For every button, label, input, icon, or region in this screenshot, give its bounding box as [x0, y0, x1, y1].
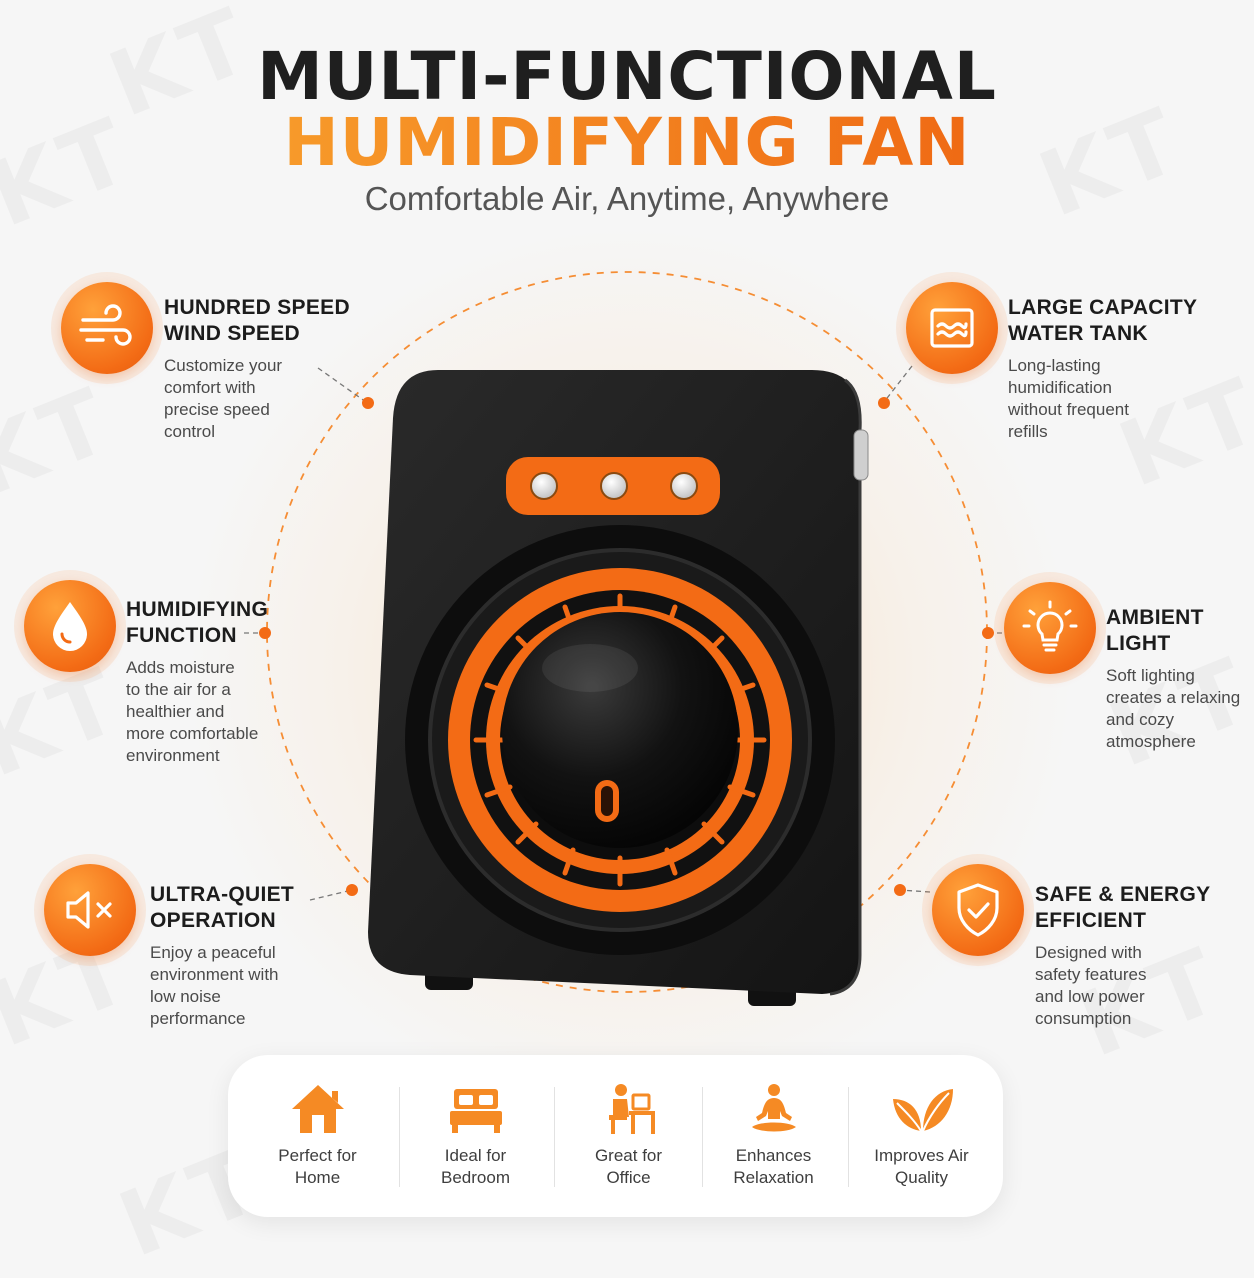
- feature-title: AMBIENT LIGHT: [1106, 606, 1204, 655]
- feature-safe: SAFE & ENERGY EFFICIENT Designed with sa…: [1035, 882, 1210, 1030]
- use-case-label: Enhances Relaxation: [733, 1146, 814, 1187]
- leaf-icon: [892, 1089, 953, 1132]
- use-case-label: Ideal for Bedroom: [441, 1146, 510, 1187]
- use-case-label: Great for Office: [594, 1146, 663, 1187]
- use-case-label: Perfect for Home: [278, 1146, 357, 1187]
- feature-humidify: HUMIDIFYING FUNCTION Adds moisture to th…: [126, 597, 268, 767]
- light-bulb-icon: [1004, 582, 1096, 674]
- divider: [554, 1087, 555, 1187]
- feature-speed: HUNDRED SPEED WIND SPEED Customize your …: [164, 295, 350, 443]
- feature-tank: LARGE CAPACITY WATER TANK Long-lasting h…: [1008, 295, 1197, 443]
- divider: [399, 1087, 400, 1187]
- feature-description: Designed with safety features and low po…: [1035, 943, 1147, 1028]
- feature-title: SAFE & ENERGY EFFICIENT: [1035, 883, 1211, 932]
- shield-check-icon: [932, 864, 1024, 956]
- water-tank-icon: [906, 282, 998, 374]
- use-case-label: Improves Air Quality: [874, 1146, 969, 1187]
- water-drop-icon: [24, 580, 116, 672]
- use-case-home: Perfect for Home: [240, 1055, 395, 1217]
- feature-light: AMBIENT LIGHT Soft lighting creates a re…: [1106, 605, 1240, 753]
- use-case-relaxation: Enhances Relaxation: [696, 1055, 851, 1217]
- wind-icon: [61, 282, 153, 374]
- control-buttons: [530, 472, 698, 500]
- use-case-office: Great for Office: [551, 1055, 706, 1217]
- bed-icon: [449, 1089, 502, 1133]
- meditation-icon: [751, 1084, 796, 1132]
- divider: [848, 1087, 849, 1187]
- feature-description: Soft lighting creates a relaxing and coz…: [1106, 666, 1241, 751]
- feature-description: Customize your comfort with precise spee…: [164, 356, 283, 441]
- use-case-card: Perfect for Home Ideal for Bedroom Great…: [228, 1055, 1003, 1217]
- feature-description: Long-lasting humidification without freq…: [1008, 356, 1129, 441]
- use-case-bedroom: Ideal for Bedroom: [398, 1055, 553, 1217]
- feature-quiet: ULTRA-QUIET OPERATION Enjoy a peaceful e…: [150, 882, 294, 1030]
- feature-title: ULTRA-QUIET OPERATION: [150, 883, 295, 932]
- page-title-line2: HUMIDIFYING FAN: [283, 104, 971, 181]
- feature-title: HUNDRED SPEED WIND SPEED: [164, 296, 350, 345]
- feature-description: Adds moisture to the air for a healthier…: [126, 658, 259, 765]
- page-title-line1: MULTI-FUNCTIONAL: [257, 38, 997, 115]
- use-case-air-quality: Improves Air Quality: [844, 1055, 999, 1217]
- feature-title: HUMIDIFYING FUNCTION: [126, 598, 269, 647]
- home-icon: [291, 1085, 344, 1133]
- feature-title: LARGE CAPACITY WATER TANK: [1008, 296, 1198, 345]
- page-subtitle: Comfortable Air, Anytime, Anywhere: [364, 180, 890, 217]
- feature-description: Enjoy a peaceful environment with low no…: [150, 943, 279, 1028]
- mute-speaker-icon: [44, 864, 136, 956]
- divider: [702, 1087, 703, 1187]
- office-worker-icon: [608, 1084, 655, 1134]
